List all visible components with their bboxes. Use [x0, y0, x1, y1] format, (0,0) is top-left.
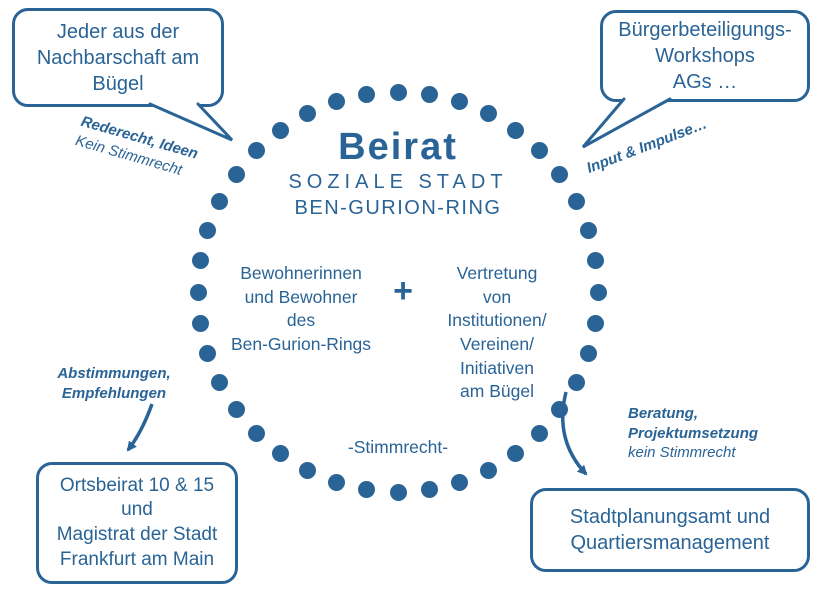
callout-box-ortsbeirat: Ortsbeirat 10 & 15 und Magistrat der Sta…	[36, 462, 238, 584]
ring-dot	[327, 473, 345, 491]
plus-sign: +	[393, 272, 413, 310]
ring-dot	[358, 481, 376, 499]
circle-title: Beirat	[338, 126, 458, 168]
voting-note: -Stimmrecht-	[347, 437, 449, 457]
ring-dot	[451, 473, 469, 491]
ring-dot	[191, 314, 209, 332]
ring-dot	[507, 121, 525, 139]
callout-box-workshops: Bürgerbeteiligungs- Workshops AGs …	[600, 10, 810, 102]
member-group-institutions: Vertretung von Institutionen/ Vereinen/ …	[447, 263, 547, 402]
ring-dot	[271, 121, 289, 139]
ring-dot	[587, 252, 605, 270]
arrow-to-ortsbeirat	[126, 403, 154, 452]
ring-dot	[530, 424, 548, 442]
label-beratung-bold: Beratung, Projektumsetzung	[628, 405, 759, 442]
member-group-residents: Bewohnerinnen und Bewohner des Ben-Gurio…	[230, 263, 372, 354]
circle-subtitle-soziale-stadt: SOZIALE STADT	[288, 171, 508, 193]
ring-dot	[420, 85, 438, 103]
ring-dot	[567, 192, 585, 210]
ring-dot	[227, 165, 245, 183]
callout-box-stadtplanungsamt: Stadtplanungsamt und Quartiersmanagement	[530, 488, 810, 572]
ring-dot	[298, 461, 316, 479]
label-abstimmungen: Abstimmungen, Empfehlungen	[57, 365, 171, 402]
label-input-impulse: Input & Impulse…	[584, 115, 710, 177]
ring-dot	[227, 401, 245, 419]
ring-dot	[298, 105, 316, 123]
ring-dot	[579, 221, 597, 239]
ring-dot	[530, 142, 548, 160]
ring-dot	[567, 374, 585, 392]
label-beratung-regular: kein Stimmrecht	[628, 444, 736, 461]
circle-subtitle-ben-gurion-ring: BEN-GURION-RING	[294, 197, 502, 219]
ring-dot	[389, 83, 407, 101]
label-beratung: Beratung, Projektumsetzung kein Stimmrec…	[628, 404, 758, 463]
ring-dot	[551, 165, 569, 183]
ring-dot	[248, 142, 266, 160]
ring-dot	[199, 221, 217, 239]
callout-box-neighborhood: Jeder aus der Nachbarschaft am Bügel	[12, 8, 224, 107]
ring-dot	[420, 481, 438, 499]
ring-dot	[358, 85, 376, 103]
ring-dot	[579, 345, 597, 363]
ring-dot	[389, 483, 407, 501]
ring-dot	[199, 345, 217, 363]
ring-dot	[480, 461, 498, 479]
label-rederecht: Rederecht, Ideen Kein Stimmrecht	[73, 112, 200, 183]
ring-dot	[480, 105, 498, 123]
ring-dot	[451, 93, 469, 111]
ring-dot	[587, 314, 605, 332]
ring-dot	[248, 424, 266, 442]
ring-dot	[191, 252, 209, 270]
ring-dot	[507, 445, 525, 463]
ring-dot	[327, 93, 345, 111]
ring-dot	[589, 283, 607, 301]
ring-dot	[211, 374, 229, 392]
ring-dot	[271, 445, 289, 463]
ring-dot	[189, 283, 207, 301]
ring-dot	[211, 192, 229, 210]
